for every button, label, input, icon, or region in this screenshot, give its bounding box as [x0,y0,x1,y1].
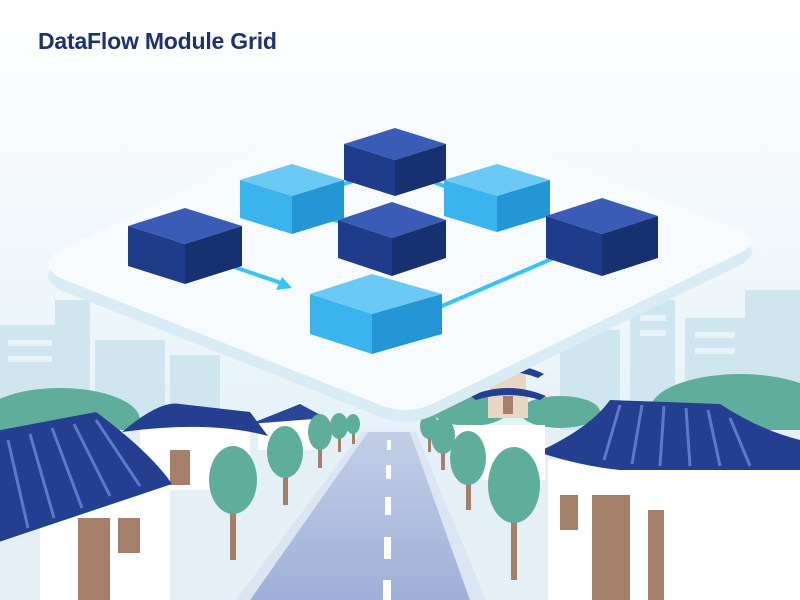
road-shoulder-left [236,432,368,600]
module-light-right [444,164,550,232]
road [250,432,470,600]
skyline-windows [8,315,735,362]
tree-icon [209,413,540,580]
house-left-far [250,404,326,450]
module-dark-left [128,208,242,284]
road-shoulder-right [410,432,486,600]
module-dark-center [338,202,446,276]
module-light-bottom [310,274,442,354]
road-markings [383,440,391,600]
page-title: DataFlow Module Grid [38,28,277,54]
hanok-roof-icon [0,412,172,600]
module-dark-right [546,198,658,276]
module-light-left [240,164,344,234]
module-dark-top [344,128,446,196]
house-right-near [538,400,800,600]
